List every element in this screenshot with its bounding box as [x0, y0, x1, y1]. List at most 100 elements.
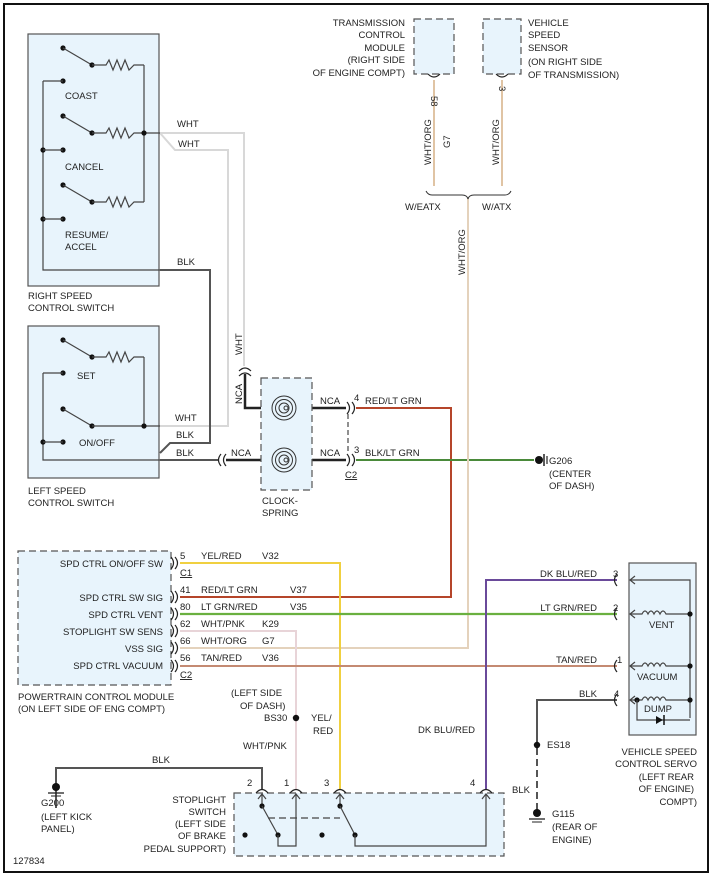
diagram-frame	[3, 3, 709, 873]
label-blk-g115: BLK	[512, 785, 531, 796]
label-c2-clockspring: C2	[345, 470, 357, 481]
stoplight-pin-2: 2	[247, 778, 252, 789]
wire-tan-red-label: TAN/RED	[201, 653, 242, 664]
tcm-label-2: CONTROL	[359, 30, 405, 41]
pcm-pin-labels: SPD CTRL ON/OFF SW SPD CTRL SW SIG SPD C…	[60, 559, 163, 672]
diode-icon	[656, 716, 663, 724]
right-switch-title-1: RIGHT SPEED	[28, 291, 92, 302]
pcm-title-2: (ON LEFT SIDE OF ENG COMPT)	[18, 704, 165, 715]
label-dk-blu-red-lower: DK BLU/RED	[418, 725, 475, 736]
stoplight-label-5: PEDAL SUPPORT)	[144, 844, 226, 855]
label-wht-2: WHT	[178, 139, 200, 150]
wire-wht-pnk-label: WHT/PNK	[201, 619, 245, 630]
servo-title-4: OF ENGINE)	[639, 784, 694, 795]
vss-label-4: (ON RIGHT SIDE	[528, 57, 602, 68]
label-pin3: 3	[354, 445, 359, 456]
pin-5: 5	[180, 551, 185, 562]
circuit-v37: V37	[290, 585, 307, 596]
label-g7-tcm: G7	[442, 135, 453, 148]
pin-66: 66	[180, 636, 191, 647]
coil-dump-label: DUMP	[644, 704, 672, 715]
stoplight-label-4: OF BRAKE	[178, 831, 226, 842]
tcm-pin-58: 58	[428, 96, 439, 107]
label-set: SET	[77, 371, 96, 382]
pcm-pin-vacuum: SPD CTRL VACUUM	[73, 661, 163, 672]
g206-loc-2: OF DASH)	[549, 481, 594, 492]
g115-loc-1: (REAR OF	[552, 822, 598, 833]
connector-c2-pin4	[346, 401, 356, 415]
label-blk-1: BLK	[177, 257, 196, 268]
label-red: RED	[313, 726, 333, 737]
es18-splice-dot	[533, 741, 541, 749]
label-wht-1: WHT	[177, 119, 199, 130]
label-wht-org-vss: WHT/ORG	[491, 119, 502, 165]
g206-loc-1: (CENTER	[549, 469, 591, 480]
g200-loc-1: (LEFT KICK	[41, 812, 93, 823]
servo-wire-blk: BLK	[579, 689, 598, 700]
label-wht-3: WHT	[175, 413, 197, 424]
switch-cancel	[40, 113, 160, 153]
es18-label: ES18	[547, 740, 570, 751]
pcm-pin-vent: SPD CTRL VENT	[88, 610, 163, 621]
circuit-v32: V32	[262, 551, 279, 562]
servo-wire-labels: DK BLU/RED LT GRN/RED TAN/RED BLK	[540, 569, 598, 700]
switch-set	[43, 337, 144, 376]
label-w-atx: W/ATX	[482, 202, 512, 213]
label-accel: ACCEL	[65, 242, 97, 253]
label-w-eatx: W/EATX	[405, 202, 441, 213]
label-blk-2: BLK	[176, 430, 195, 441]
pcm-pin-vss-sig: VSS SIG	[125, 644, 163, 655]
label-resume: RESUME/	[65, 230, 109, 241]
servo-pin-1: 1	[617, 655, 622, 666]
servo-title-5: COMPT)	[660, 797, 697, 808]
wire-red-lt-grn	[180, 407, 452, 598]
g200-loc-2: PANEL)	[41, 824, 75, 835]
stoplight-pin-3: 3	[324, 778, 329, 789]
wire-red-lt-grn-label: RED/LT GRN	[201, 585, 258, 596]
circuit-k29: K29	[262, 619, 279, 630]
label-cancel: CANCEL	[65, 162, 104, 173]
wire-wht-2	[159, 132, 229, 427]
servo-pin-labels: 3 2 1 4	[613, 569, 622, 700]
stoplight-switch	[233, 788, 505, 857]
pcm-pin-stoplight-sens: STOPLIGHT SW SENS	[63, 627, 163, 638]
clockspring	[260, 377, 313, 491]
wire-blk-servo	[536, 699, 617, 742]
stoplight-pin-4: 4	[470, 778, 475, 789]
pin-41: 41	[180, 585, 191, 596]
label-red-lt-grn: RED/LT GRN	[365, 396, 422, 407]
label-pin4: 4	[354, 393, 359, 404]
coil-dump	[629, 695, 693, 725]
servo-wire-lt-grn-red: LT GRN/RED	[540, 603, 597, 614]
stoplight-pin-1: 1	[284, 778, 289, 789]
connector-c2-pin3	[346, 453, 356, 467]
pcm-connector-pins	[170, 556, 179, 673]
label-nca-left-lower: NCA	[231, 448, 252, 459]
bs30-label: BS30	[264, 713, 287, 724]
connector-nca-lower	[217, 453, 227, 467]
switch-coast	[43, 45, 144, 84]
wire-yel-red-label: YEL/RED	[201, 551, 242, 562]
wire-dk-blu-red	[485, 579, 617, 790]
vss-label-2: SPEED	[528, 30, 560, 41]
wire-wht-org-label: WHT/ORG	[201, 636, 247, 647]
circuit-g7: G7	[262, 636, 275, 647]
coil-vent	[629, 609, 693, 619]
coil-vent-label: VENT	[649, 620, 675, 631]
transmission-control-module	[413, 18, 455, 78]
tcm-label-3: MODULE	[364, 43, 405, 54]
harness-brace	[425, 190, 512, 200]
vehicle-speed-sensor	[482, 18, 522, 78]
label-wht-vertical: WHT	[234, 333, 245, 355]
label-nca-vertical: NCA	[234, 383, 245, 404]
label-coast: COAST	[65, 91, 98, 102]
pcm-pin-on-off-sw: SPD CTRL ON/OFF SW	[60, 559, 163, 570]
right-speed-control-switch: COAST CANCEL RESUME/ ACCEL	[27, 33, 160, 287]
wire-wht-1	[160, 132, 245, 366]
pin-62: 62	[180, 619, 191, 630]
wire-lt-grn-red-label: LT GRN/RED	[201, 602, 258, 613]
servo-pin-4: 4	[614, 689, 619, 700]
bs30-loc-1: (LEFT SIDE	[231, 688, 282, 699]
servo-wire-dk-blu-red: DK BLU/RED	[540, 569, 597, 580]
